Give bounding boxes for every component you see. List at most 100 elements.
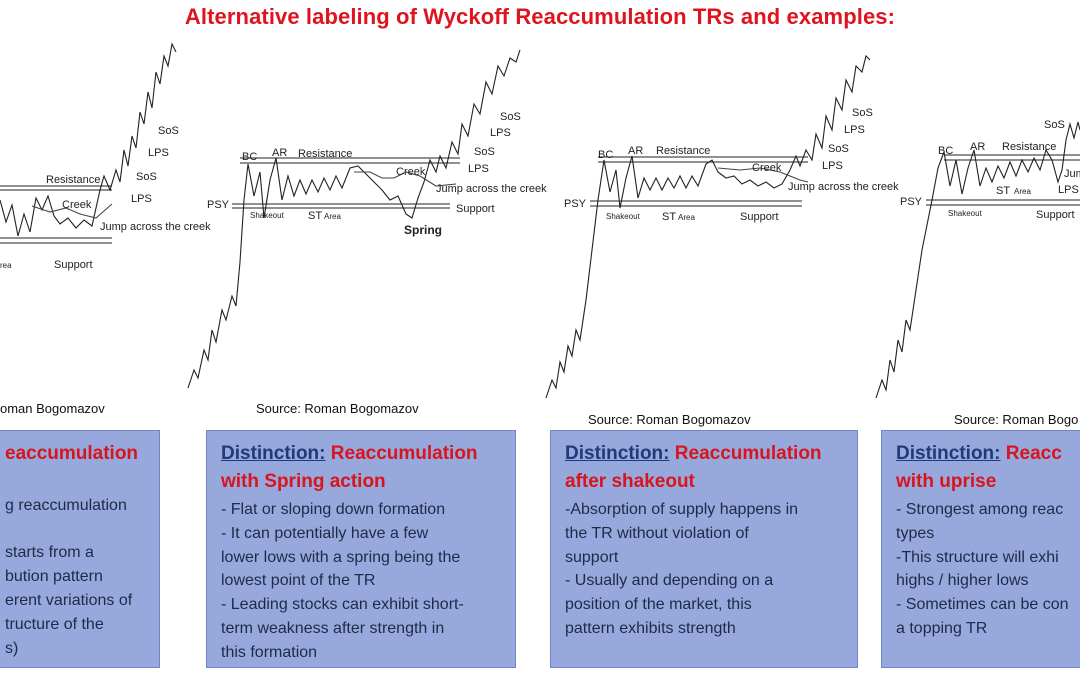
- label-sos-2: SoS: [500, 111, 521, 123]
- label-lps: LPS: [1058, 184, 1079, 196]
- box-line: the TR without violation of: [565, 524, 749, 542]
- box-line: tructure of the: [5, 615, 104, 633]
- box-line: highs / higher lows: [896, 572, 1029, 590]
- box-heading-value: Reacc: [1005, 443, 1062, 464]
- box-line: [5, 518, 145, 542]
- source-caption-4: Source: Roman Bogo: [954, 412, 1079, 427]
- box-line: types: [896, 524, 935, 542]
- creek-line: [354, 171, 457, 187]
- label-sos: SoS: [158, 125, 179, 137]
- label-jump: Jump across the creek: [436, 183, 547, 195]
- creek-line: [717, 167, 809, 183]
- source-caption-1: oman Bogomazov: [0, 401, 105, 416]
- label-resistance: Resistance: [1002, 141, 1056, 153]
- chart-panel-3: [545, 54, 871, 399]
- label-creek: Creek: [396, 166, 426, 178]
- label-st: ST: [308, 210, 322, 222]
- label-jump: Jump across the creek: [788, 181, 899, 193]
- label-psy: PSY: [207, 199, 230, 211]
- label-jump: Jump across the creek: [100, 221, 211, 233]
- box-line: - Leading stocks can exhibit short-: [221, 596, 464, 614]
- wyckoff-charts: Resistance Creek Jump across the creek S…: [0, 42, 1080, 399]
- box-line: pattern exhibits strength: [565, 619, 736, 637]
- box-heading-value-2: with uprise: [896, 471, 997, 492]
- box-body: - Strongest among reac types -This struc…: [896, 498, 1076, 641]
- chart-panel-4-labels: BC AR Resistance SoS PSY Shakeout ST Are…: [900, 119, 1080, 221]
- label-creek: Creek: [62, 199, 92, 211]
- description-box-4: Distinction: Reacc with uprise - Stronge…: [881, 430, 1080, 668]
- chart-panel-1-labels: Resistance Creek Jump across the creek S…: [0, 125, 211, 271]
- box-heading-key: Distinction:: [565, 443, 670, 464]
- description-box-2: Distinction: Reaccumulation with Spring …: [206, 430, 516, 668]
- box-heading: Distinction: Reaccumulation after shakeo…: [565, 440, 843, 496]
- box-line: lower lows with a spring being the: [221, 548, 461, 566]
- label-bc: BC: [938, 145, 953, 157]
- box-line: - Usually and depending on a: [565, 572, 774, 590]
- label-sos-2: SoS: [852, 107, 873, 119]
- price-path: [875, 121, 1080, 399]
- box-line: - Flat or sloping down formation: [221, 501, 446, 518]
- label-area: Area: [1014, 187, 1031, 196]
- box-heading: Distinction: Reacc with uprise: [896, 440, 1076, 496]
- description-box-1: eaccumulation g reaccumulation starts fr…: [0, 430, 160, 668]
- label-shakeout: Shakeout: [250, 211, 285, 220]
- label-lps: LPS: [822, 160, 843, 172]
- label-resistance: Resistance: [656, 145, 710, 157]
- box-line: s): [5, 639, 19, 657]
- label-area: Area: [324, 212, 341, 221]
- box-heading-value: Reaccumulation: [674, 443, 822, 464]
- box-line: - Sometimes can be con: [896, 596, 1069, 614]
- page-title: Alternative labeling of Wyckoff Reaccumu…: [184, 4, 896, 29]
- chart-panel-1: [0, 42, 177, 244]
- price-path: [0, 42, 177, 237]
- label-sos: SoS: [1044, 119, 1065, 131]
- box-heading-value: eaccumulation: [5, 443, 139, 464]
- price-path: [187, 49, 521, 389]
- label-psy: PSY: [564, 198, 587, 210]
- label-sos: SoS: [828, 143, 849, 155]
- price-path: [545, 54, 871, 399]
- label-sos-2: SoS: [136, 171, 157, 183]
- label-jump: Jump: [1064, 168, 1080, 180]
- label-sos: SoS: [474, 146, 495, 158]
- chart-panel-4: [875, 121, 1080, 399]
- box-line: term weakness after strength in: [221, 619, 445, 637]
- box-line: - It can potentially have a few: [221, 524, 429, 542]
- box-line: erent variations of: [5, 591, 133, 609]
- box-line: [5, 470, 145, 494]
- label-shakeout: Shakeout: [606, 212, 641, 221]
- box-heading: eaccumulation: [5, 440, 145, 468]
- source-caption-2: Source: Roman Bogomazov: [256, 401, 419, 416]
- label-resistance: Resistance: [298, 148, 352, 160]
- label-support: Support: [1036, 209, 1075, 221]
- box-line: starts from a: [5, 544, 94, 562]
- label-ar: AR: [970, 141, 985, 153]
- box-heading-key: Distinction:: [221, 443, 326, 464]
- box-line: a topping TR: [896, 619, 988, 637]
- box-line: this formation: [221, 643, 318, 661]
- label-st: ST: [662, 211, 676, 223]
- box-line: bution pattern: [5, 568, 103, 586]
- box-heading-key: Distinction:: [896, 443, 1001, 464]
- label-ar: AR: [272, 147, 287, 159]
- label-area: rea: [0, 261, 12, 270]
- box-line: support: [565, 548, 619, 566]
- label-st: ST: [996, 185, 1010, 197]
- label-ar: AR: [628, 145, 643, 157]
- label-support: Support: [54, 259, 93, 271]
- box-heading-value-2: after shakeout: [565, 471, 695, 492]
- box-body: g reaccumulation starts from a bution pa…: [5, 470, 145, 660]
- label-spring: Spring: [404, 223, 442, 237]
- label-resistance: Resistance: [46, 174, 100, 186]
- box-heading: Distinction: Reaccumulation with Spring …: [221, 440, 501, 496]
- label-bc: BC: [598, 149, 613, 161]
- label-lps-2: LPS: [131, 193, 152, 205]
- box-line: -This structure will exhi: [896, 548, 1059, 566]
- chart-panel-2: [187, 49, 521, 389]
- creek-line: [31, 203, 113, 219]
- label-creek: Creek: [752, 162, 782, 174]
- label-lps-2: LPS: [490, 127, 511, 139]
- box-body: -Absorption of supply happens in the TR …: [565, 498, 843, 641]
- label-shakeout: Shakeout: [948, 209, 983, 218]
- label-support: Support: [740, 211, 779, 223]
